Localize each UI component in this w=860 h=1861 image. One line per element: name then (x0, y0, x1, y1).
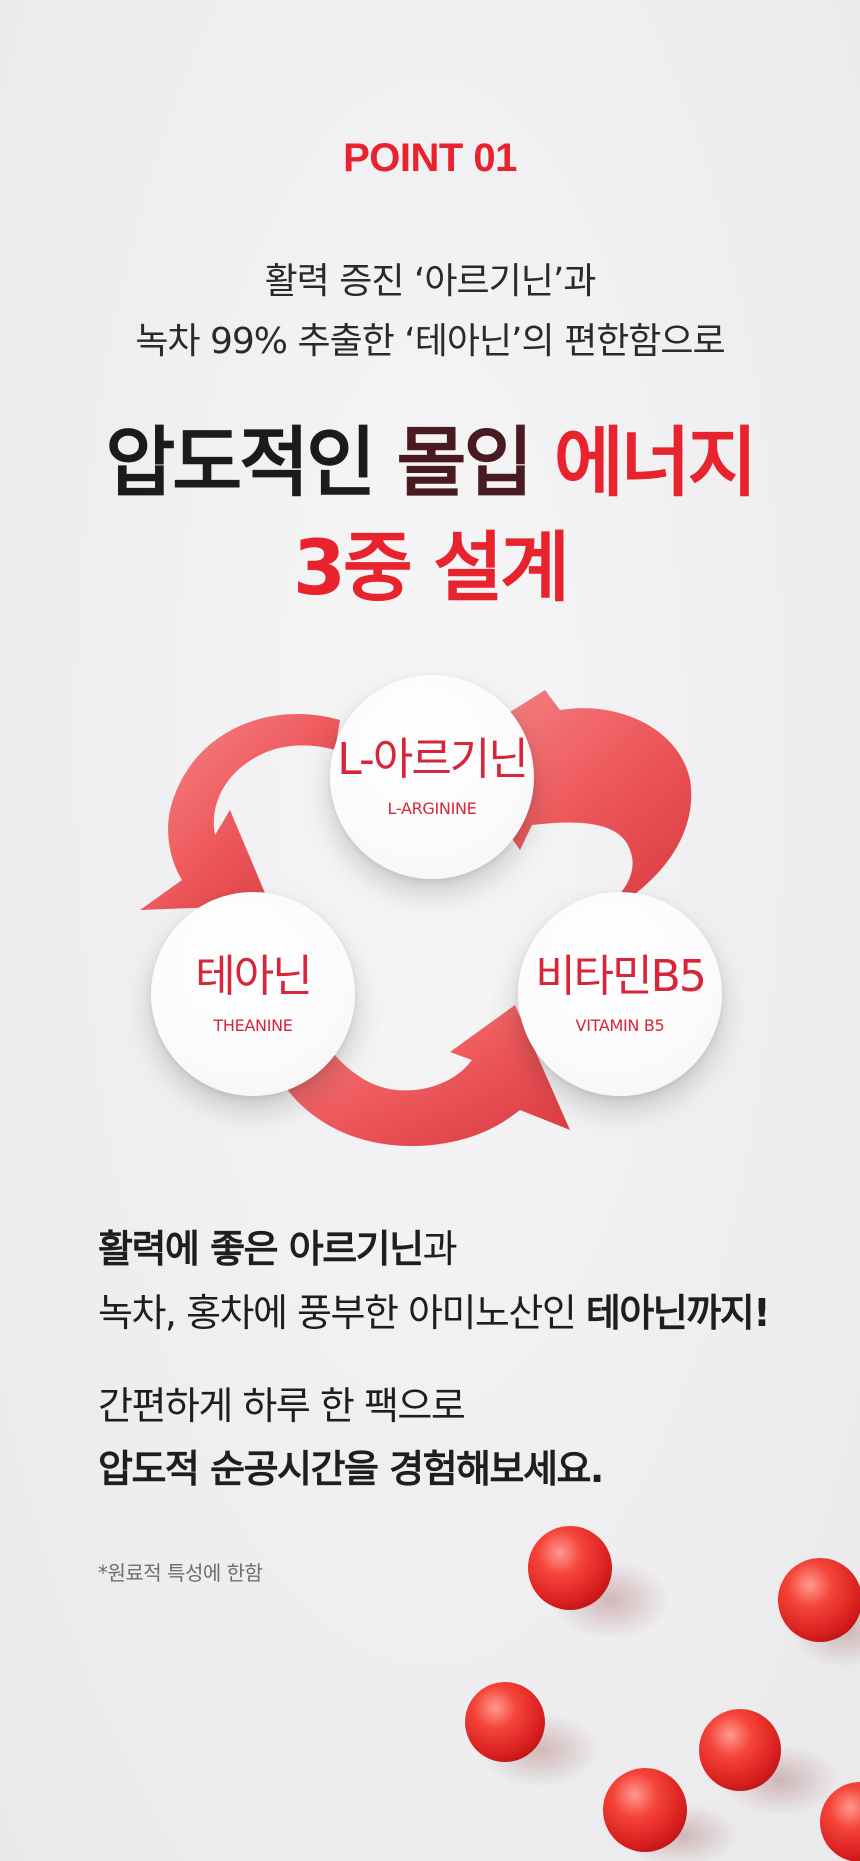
arrow-bottom (270, 1005, 570, 1147)
gummy (465, 1682, 600, 1788)
body-line-1-rest: 과 (422, 1227, 458, 1271)
body-line-1: 활력에 좋은 아르기닌과 (98, 1218, 458, 1273)
point-label: POINT 01 (343, 136, 517, 180)
headline-line-2: 3중 설계 (292, 523, 570, 612)
gummy (603, 1768, 740, 1861)
footnote: *원료적 특성에 한함 (98, 1561, 263, 1585)
ingredient-circle-theanine: 테아닌 THEANINE (151, 892, 355, 1096)
arrow-top-left (140, 714, 340, 910)
headline-word-focus: 몰입 (396, 418, 534, 507)
gummies-image (465, 1526, 860, 1861)
ingredient-name-ko: 테아닌 (195, 951, 312, 1003)
ingredient-name-en: THEANINE (213, 1015, 293, 1035)
headline-word-overwhelming: 압도적인 (105, 418, 376, 507)
gummy (699, 1709, 838, 1816)
headline-word-energy: 에너지 (553, 418, 758, 507)
headline-line-1: 압도적인 몰입 에너지 (0, 425, 860, 501)
ingredient-circle-l-arginine: L-아르기닌 L-ARGININE (330, 675, 534, 879)
body-line-1-bold: 활력에 좋은 아르기닌 (98, 1227, 424, 1271)
intro-line-2: 녹차 99% 추출한 ‘테아닌’의 편한함으로 (135, 321, 725, 362)
body-line-2-regular: 녹차, 홍차에 풍부한 아미노산인 (98, 1291, 586, 1335)
body-line-3: 간편하게 하루 한 팩으로 (98, 1384, 466, 1428)
body-line-2-bold: 테아닌까지! (585, 1291, 771, 1335)
ingredient-name-ko: L-아르기닌 (337, 734, 529, 786)
ingredient-circle-vitamin-b5: 비타민B5 VITAMIN B5 (518, 892, 722, 1096)
gummy (778, 1558, 860, 1668)
body-line-4: 압도적 순공시간을 경험해보세요. (98, 1447, 604, 1491)
gummy (528, 1526, 670, 1640)
ingredient-name-ko: 비타민B5 (535, 951, 707, 1003)
intro-line-1: 활력 증진 ‘아르기닌’과 (264, 261, 597, 302)
ingredient-name-en: VITAMIN B5 (575, 1015, 665, 1035)
body-line-2: 녹차, 홍차에 풍부한 아미노산인 테아닌까지! (98, 1282, 771, 1337)
ingredient-name-en: L-ARGININE (387, 798, 477, 818)
gummy (820, 1782, 860, 1861)
